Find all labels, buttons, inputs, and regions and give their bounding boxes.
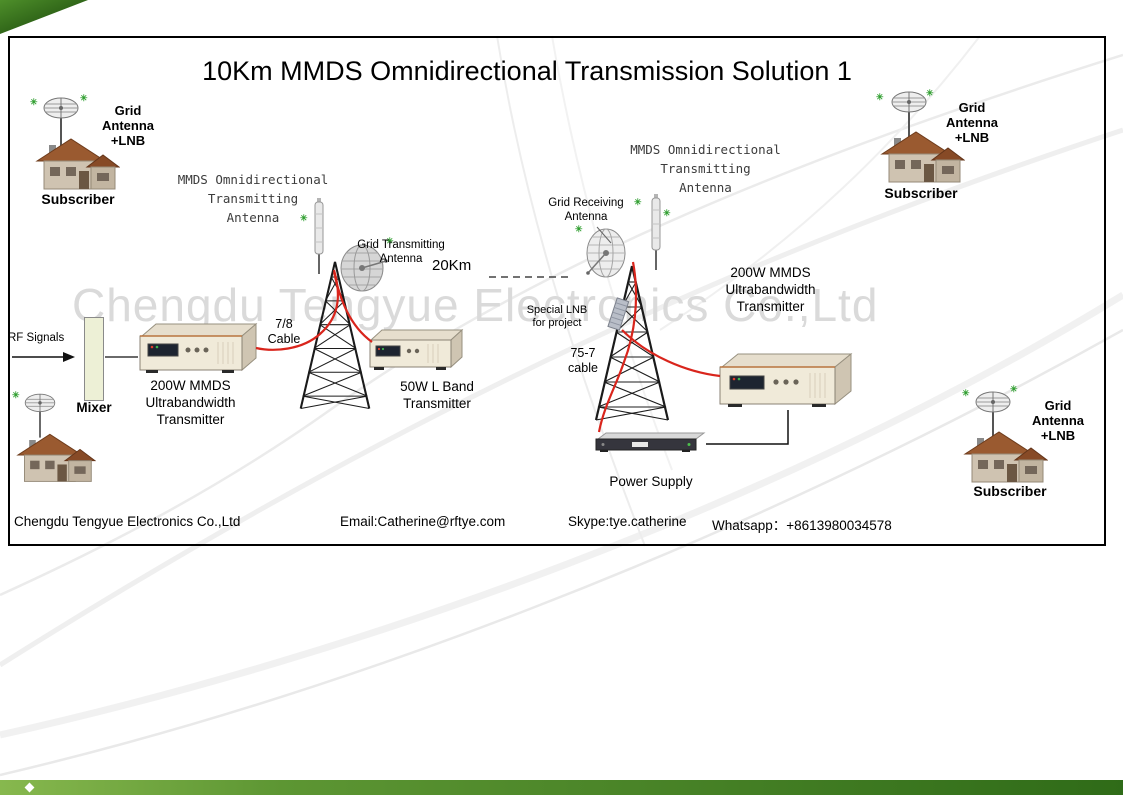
transmitter-200w-icon	[719, 352, 853, 407]
lband-transmitter-label: 50W L Band Transmitter	[383, 378, 491, 412]
signal-icon: ✳	[926, 88, 934, 98]
signal-icon: ✳	[575, 224, 583, 234]
power-supply-icon	[595, 432, 706, 452]
signal-icon: ✳	[1010, 384, 1018, 394]
distance-label: 20Km	[432, 257, 472, 274]
label-line: Transmitting	[660, 161, 751, 176]
label-line: Antenna	[564, 210, 608, 223]
label-line: Ultrabandwidth	[145, 395, 236, 410]
signal-icon: ✳	[12, 390, 20, 400]
label-line: Cable	[267, 332, 301, 346]
label-line: Antenna	[379, 252, 423, 265]
label-line: for project	[532, 317, 582, 329]
mixer-label: Mixer	[76, 400, 112, 415]
diagram-frame	[8, 36, 1106, 546]
subscriber-label: Subscriber	[973, 483, 1047, 499]
label-line: Antenna	[946, 115, 998, 130]
grid-antenna-icon	[43, 97, 79, 148]
bottom-accent-bar	[0, 780, 1123, 795]
rf-signals-label: RF Signals	[8, 332, 65, 344]
house-icon	[35, 138, 120, 190]
house-icon	[16, 433, 96, 482]
signal-icon: ✳	[876, 92, 884, 102]
subscriber-label: Subscriber	[41, 191, 115, 207]
lnb-device-icon	[607, 297, 630, 331]
right-omni-antenna-label: MMDS Omnidirectional Transmitting Antenn…	[618, 140, 793, 197]
grid-rx-antenna-label: Grid Receiving Antenna	[536, 197, 636, 224]
mixer-device	[84, 317, 104, 401]
right-feeder-label: 75-7 cable	[558, 346, 608, 376]
grid-dish-antenna-icon	[586, 228, 626, 278]
label-line: Antenna	[679, 180, 732, 195]
house-icon	[880, 131, 965, 183]
label-line: Transmitter	[403, 396, 471, 411]
right-transmitter-label: 200W MMDS Ultrabandwidth Transmitter	[698, 264, 843, 315]
label-line: +LNB	[954, 130, 990, 145]
footer-email: Email:Catherine@rftye.com	[340, 514, 506, 529]
grid-tx-antenna-label: Grid Transmitting Antenna	[345, 239, 457, 266]
corner-accent-icon	[0, 0, 88, 34]
signal-icon: ✳	[300, 213, 308, 223]
grid-antenna-label: Grid Antenna +LNB	[936, 100, 1008, 145]
house-icon	[963, 431, 1048, 483]
signal-icon: ✳	[634, 197, 642, 207]
label-line: Antenna	[1032, 413, 1084, 428]
label-line: Grid	[114, 103, 142, 118]
label-line: Grid Transmitting	[357, 239, 445, 251]
page-title: 10Km MMDS Omnidirectional Transmission S…	[202, 56, 852, 86]
label-line: Antenna	[102, 118, 154, 133]
label-line: MMDS Omnidirectional	[630, 142, 781, 157]
label-line: MMDS Omnidirectional	[177, 172, 329, 187]
signal-icon: ✳	[30, 97, 38, 107]
label-line: Grid Receiving	[548, 197, 624, 209]
label-line: Transmitter	[156, 412, 225, 427]
left-omni-antenna-label: MMDS Omnidirectional Transmitting Antenn…	[168, 170, 338, 227]
label-line: Transmitting	[207, 191, 299, 206]
transmitter-50w-icon	[369, 328, 464, 370]
label-line: Special LNB	[526, 304, 588, 316]
grid-antenna-label: Grid Antenna +LNB	[92, 103, 164, 148]
footer-company: Chengdu Tengyue Electronics Co.,Ltd	[14, 514, 241, 529]
signal-icon: ✳	[80, 93, 88, 103]
subscriber-label: Subscriber	[884, 185, 958, 201]
left-transmitter-label: 200W MMDS Ultrabandwidth Transmitter	[128, 377, 253, 428]
label-line: Ultrabandwidth	[725, 282, 816, 297]
omni-antenna-icon	[651, 194, 661, 270]
label-line: +LNB	[110, 133, 146, 148]
footer-whatsapp: Whatsapp：+8613980034578	[712, 518, 892, 533]
footer-skype: Skype:tye.catherine	[568, 514, 687, 529]
label-line: Transmitter	[736, 299, 805, 314]
label-line: 200W MMDS	[150, 378, 231, 393]
special-lnb-label: Special LNB for project	[524, 304, 590, 330]
left-feeder-label: 7/8 Cable	[260, 317, 308, 347]
signal-icon: ✳	[386, 236, 394, 246]
signal-icon: ✳	[663, 208, 671, 218]
label-line: 200W MMDS	[730, 265, 811, 280]
watermark: Chengdu Tengyue Electronics Co.,Ltd	[72, 279, 879, 331]
signal-icon: ✳	[962, 388, 970, 398]
label-line: Grid	[1044, 398, 1072, 413]
label-line: Grid	[958, 100, 986, 115]
grid-antenna-label: Grid Antenna +LNB	[1022, 398, 1094, 443]
label-line: Antenna	[226, 210, 280, 225]
label-line: +LNB	[1040, 428, 1076, 443]
label-line: 7/8	[275, 317, 293, 331]
grid-antenna-icon	[24, 393, 56, 438]
label-line: 75-7	[570, 346, 596, 360]
label-line: 50W L Band	[400, 379, 474, 394]
label-line: cable	[568, 361, 598, 375]
power-supply-label: Power Supply	[609, 474, 693, 489]
transmitter-200w-icon	[139, 322, 258, 373]
